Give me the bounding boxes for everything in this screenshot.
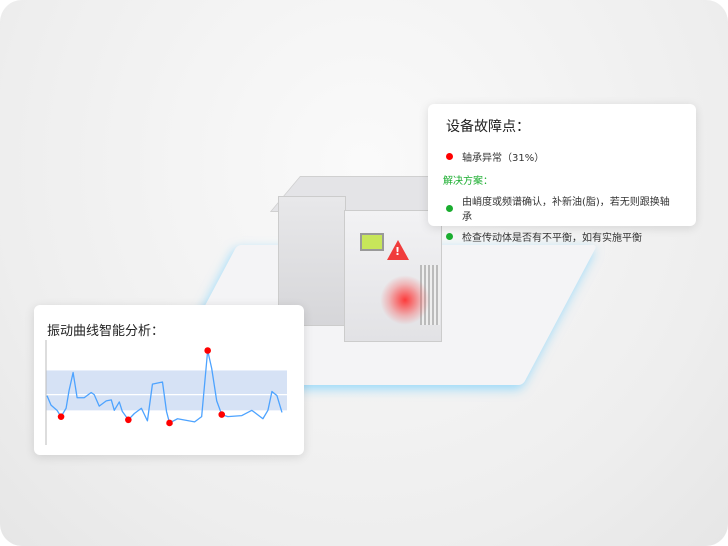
normal-range-band <box>46 370 287 411</box>
vibration-line <box>46 349 283 424</box>
vibration-chart-card: 振动曲线智能分析： <box>34 305 304 455</box>
warning-triangle-icon[interactable]: ! <box>387 240 409 260</box>
solution-item: 检查传动体是否有不平衡，如有实施平衡 <box>446 229 678 244</box>
green-dot-icon <box>446 204 453 212</box>
fault-card: 设备故障点： 轴承异常（31%） 解决方案： 由峭度或频谱确认，补新油(脂)，若… <box>428 104 696 244</box>
red-dot-icon <box>446 153 453 160</box>
fault-card-title: 设备故障点： <box>446 119 530 135</box>
solution-label: 由峭度或频谱确认，补新油(脂)，若无则跟换轴承 <box>462 197 670 223</box>
solution-item: 由峭度或频谱确认，补新油(脂)，若无则跟换轴承 <box>446 193 678 223</box>
green-dot-icon <box>446 233 453 240</box>
vibration-chart <box>45 340 287 445</box>
solution-label: 检查传动体是否有不平衡，如有实施平衡 <box>462 233 642 244</box>
machine-side <box>278 196 346 326</box>
chart-title: 振动曲线智能分析： <box>47 324 165 339</box>
fault-item: 轴承异常（31%） <box>446 149 678 164</box>
anomaly-point <box>204 347 211 354</box>
anomaly-point <box>218 411 226 418</box>
anomaly-point <box>166 419 173 427</box>
fault-item-label: 轴承异常（31%） <box>462 153 545 164</box>
machine-screen <box>360 233 384 251</box>
anomaly-point <box>125 416 132 424</box>
fault-location-glow <box>380 275 430 325</box>
solution-title: 解决方案： <box>443 176 493 187</box>
anomaly-point <box>57 413 65 420</box>
